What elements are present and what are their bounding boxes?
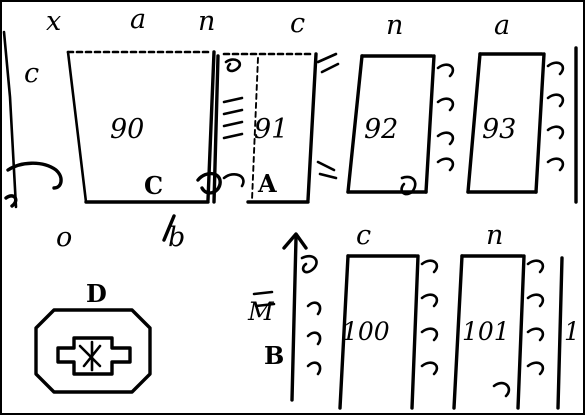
bottom-mark-n: n (486, 220, 503, 251)
block-90-left-edge (66, 50, 88, 204)
callout-d: D (86, 279, 107, 308)
block-101-right-scrolls (526, 259, 545, 376)
stamp-inner-mark (78, 340, 102, 372)
block-partial-left-edge (556, 256, 564, 410)
left-edge-line (2, 30, 18, 209)
block-101-left-edge (452, 254, 464, 410)
block-101-bottom-scroll (492, 381, 511, 398)
block-93-label: 93 (482, 114, 516, 145)
block-101-right-edge (516, 254, 526, 410)
top-mark-a1: a (130, 4, 146, 35)
block-partial-right: 1 (556, 256, 580, 410)
row2-left-ticks (252, 290, 276, 308)
stamp-octagon (34, 308, 152, 394)
block-92-right-scrolls (436, 63, 455, 172)
block-91-divider (251, 57, 259, 201)
mark-left-o: o (56, 222, 72, 253)
block-91-right-edge (306, 52, 318, 202)
top-mark-n2: n (386, 10, 403, 41)
block-90: 90 (66, 50, 216, 204)
block-91-curl (222, 173, 245, 188)
block-93-left-edge (466, 52, 482, 194)
block-93-right-scrolls (546, 61, 565, 172)
arrow-head (282, 232, 308, 250)
block-92: 92 (346, 54, 455, 196)
block-91-label: 91 (254, 114, 288, 145)
block-101-label: 101 (462, 317, 510, 346)
left-hook-stroke (6, 161, 63, 190)
block-90-right-edge (206, 50, 216, 202)
top-mark-c: c (290, 8, 305, 39)
callout-a: A (257, 169, 277, 198)
mark-below-b: b (168, 222, 185, 253)
block-91: 91 (196, 52, 340, 204)
block-100: 100 (338, 254, 439, 410)
mark-left-c: c (24, 58, 39, 89)
block-92-bottom-scroll (400, 175, 417, 196)
block-91-hatch (222, 96, 244, 140)
arrow-scroll (300, 254, 318, 274)
block-lower-left: M (247, 232, 322, 402)
block-92-label: 92 (364, 114, 398, 145)
block-100-right-edge (410, 254, 420, 410)
bottom-mark-c: c (356, 220, 371, 251)
block-93-right-edge (534, 52, 546, 194)
callout-c: C (144, 171, 163, 200)
block-100-label: 100 (342, 317, 390, 346)
stamp-cross-shape (56, 336, 132, 376)
block-93: 93 (466, 46, 578, 204)
row2-arrow-scrolls (306, 301, 322, 376)
arrow-shaft (290, 236, 298, 402)
mark-b-stroke (162, 214, 176, 242)
stamp-emblem (34, 308, 152, 394)
block-91-scroll-bottom (196, 172, 222, 195)
mark-row2-left: M (247, 297, 275, 326)
top-mark-x: x (46, 6, 61, 37)
block-91-right-ticks (316, 52, 340, 180)
top-mark-n1: n (198, 6, 215, 37)
block-91-scroll-top (224, 58, 242, 73)
block-91-left-edge (212, 54, 220, 204)
block-90-label: 90 (110, 114, 144, 145)
callout-b: B (264, 341, 284, 370)
block-101: 101 (452, 254, 545, 410)
block-100-right-scrolls (420, 259, 439, 376)
block-92-right-edge (424, 54, 436, 194)
block-partial-label: 1 (564, 317, 580, 346)
block-92-left-edge (346, 54, 364, 194)
block-100-left-edge (338, 254, 350, 410)
left-scribble (4, 194, 18, 208)
top-mark-a2: a (494, 10, 510, 41)
